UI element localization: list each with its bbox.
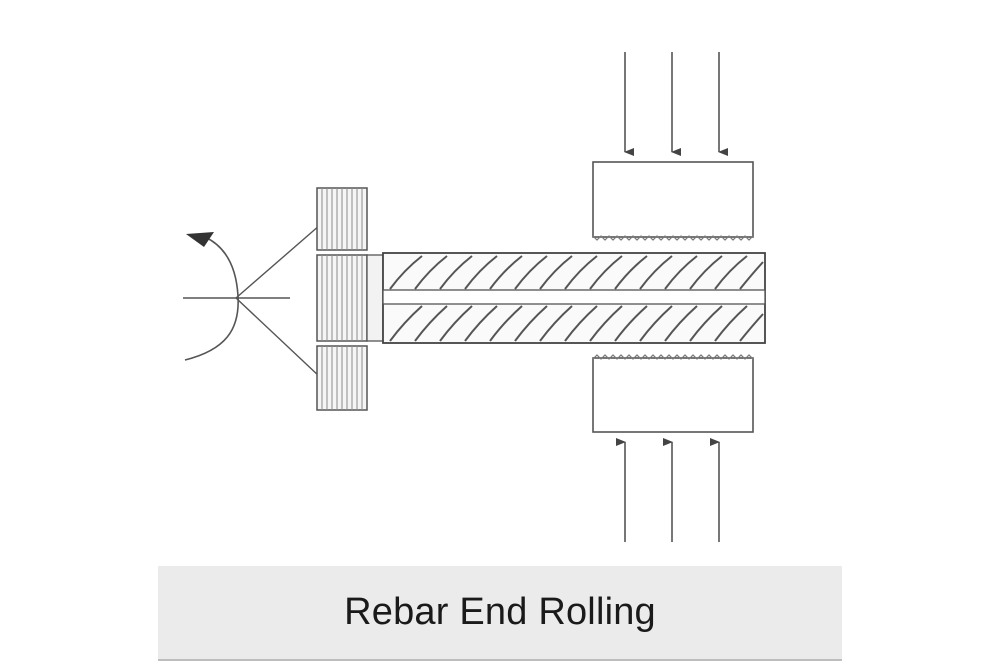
rolling-head [316, 187, 384, 411]
lower-die [592, 354, 754, 433]
rebar-end-rolling-diagram [183, 52, 766, 542]
upper-die [592, 161, 754, 241]
force-arrows-bottom [616, 438, 720, 542]
roller-guide-line-top [235, 224, 321, 299]
caption-bar: Rebar End Rolling [158, 566, 842, 661]
head-collar [366, 254, 384, 342]
lower-die-block [592, 357, 754, 433]
caption-text: Rebar End Rolling [344, 591, 656, 633]
rotation-symbol [183, 224, 321, 378]
rebar-center-groove [382, 289, 766, 305]
curved-arrow-icon [186, 232, 214, 247]
upper-die-teeth [592, 235, 754, 241]
roller-guide-line-bottom [235, 297, 321, 378]
rebar [382, 252, 766, 344]
rebar-ribs-upper [389, 255, 764, 290]
upper-die-block [592, 161, 754, 238]
roller-knurling [321, 188, 363, 410]
lower-die-teeth [592, 354, 754, 360]
rebar-ribs-lower [389, 305, 764, 342]
force-arrows-top [624, 52, 728, 156]
